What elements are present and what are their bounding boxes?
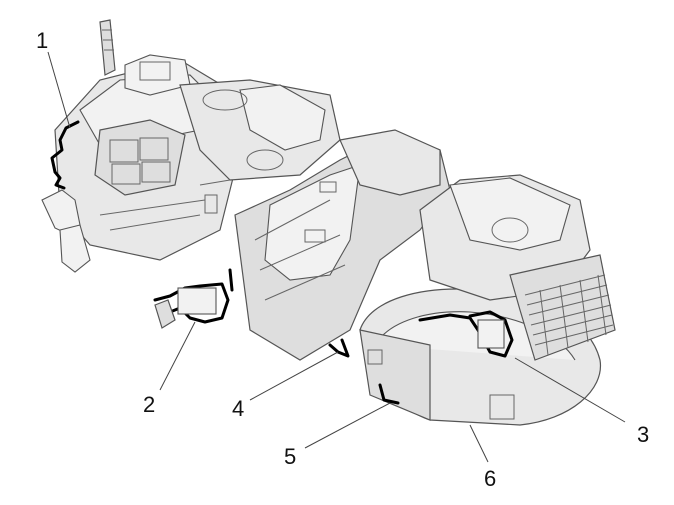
callout-6: 6	[484, 466, 497, 491]
connector-4-wiring	[328, 338, 350, 358]
air-intake-housing	[419, 174, 616, 361]
blend-door-housing	[179, 79, 341, 214]
actuator-2-wiring	[153, 268, 234, 329]
callout-1: 1	[36, 28, 49, 53]
heater-core-case	[234, 129, 451, 361]
leader-lines	[47, 51, 626, 463]
wiring-harness-1	[50, 120, 80, 190]
actuator-3-wiring	[418, 310, 514, 358]
callout-3: 3	[637, 422, 650, 447]
callout-2: 2	[143, 392, 156, 417]
callout-5: 5	[284, 444, 297, 469]
connector-5-wiring	[378, 383, 400, 405]
callout-4: 4	[232, 396, 245, 421]
